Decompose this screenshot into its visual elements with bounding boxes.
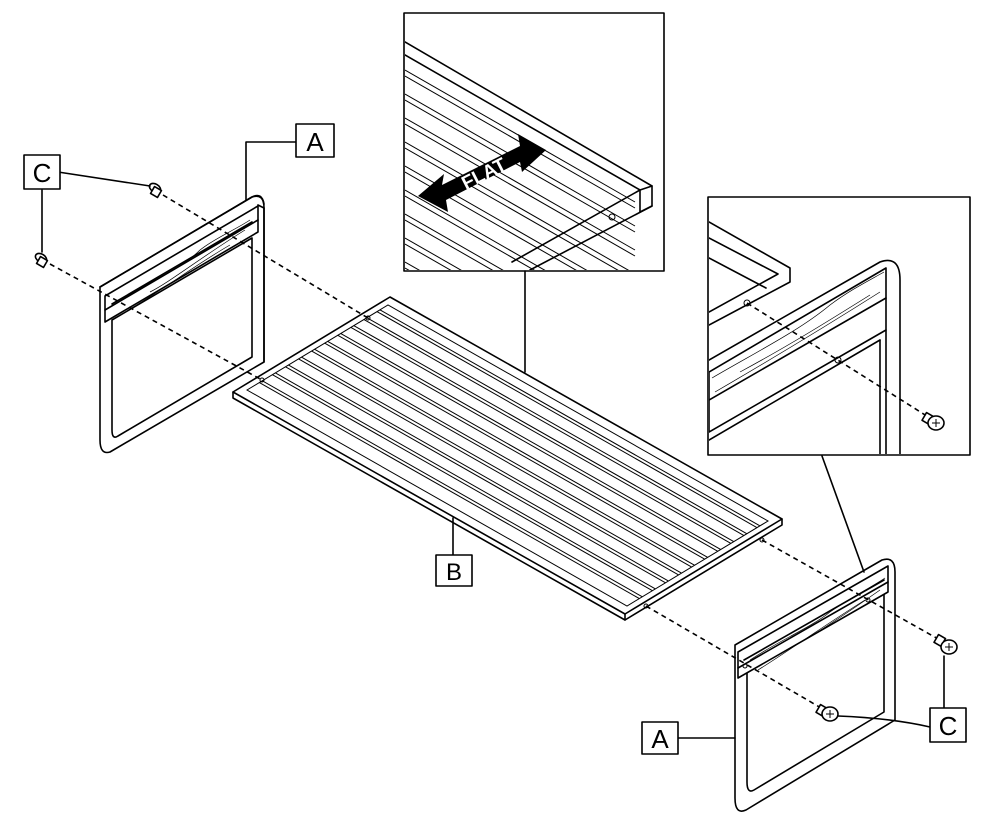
detail-inset-screw <box>707 196 971 456</box>
label-box-a-top <box>295 123 335 158</box>
slat-edge <box>258 382 640 599</box>
label-b: B <box>446 559 462 586</box>
inset-slat-edge <box>405 123 636 257</box>
label-a-bottom: A <box>651 724 669 754</box>
screw-c-left-top <box>148 182 163 199</box>
inset-slat-edge <box>405 243 452 270</box>
inset-slat-edge <box>405 141 630 270</box>
screw-c-right-top <box>933 633 958 655</box>
label-box-c-left <box>23 154 61 190</box>
slat-edge <box>340 332 721 550</box>
frame-slats <box>258 309 761 599</box>
slat-edge <box>376 311 758 528</box>
inset-slat-edge <box>405 219 494 270</box>
slatted-frame-b <box>232 296 783 621</box>
slat-edge <box>288 364 669 582</box>
slat-edge <box>379 309 761 527</box>
label-a-top: A <box>306 127 324 157</box>
inset-slat-edge <box>405 195 535 270</box>
slat-edge <box>353 325 734 542</box>
slat-edge <box>366 317 748 535</box>
inset-slat-edge <box>405 213 504 270</box>
label-box-a-bottom <box>641 721 679 755</box>
label-box-b <box>435 554 473 587</box>
slat-edge <box>311 350 692 568</box>
inset-slat-edge <box>405 189 546 270</box>
alignment-lines <box>49 194 941 713</box>
slat-edge <box>350 326 731 544</box>
slat-edge <box>298 358 679 576</box>
slat-edge <box>337 334 718 552</box>
inset-slat-edge <box>405 99 636 233</box>
label-box-c-right <box>929 707 967 743</box>
inset-slat-edge <box>405 147 619 270</box>
slat-edge <box>363 318 745 536</box>
inset-slat-edge <box>405 117 636 251</box>
detail-inset-flat: FLAT <box>403 12 665 272</box>
screw-c-right-bottom <box>815 703 839 722</box>
end-panel-a-left <box>99 194 265 454</box>
slat-edge <box>274 372 656 590</box>
end-panel-a-right <box>734 558 896 812</box>
screw-c-left-bottom <box>34 252 49 269</box>
slat-edge <box>285 366 666 584</box>
slat-edge <box>301 356 682 574</box>
slat-edge <box>261 380 643 598</box>
slat-edge <box>324 342 705 560</box>
label-c-left: C <box>33 158 52 188</box>
slat-edge <box>314 348 695 566</box>
slat-edge <box>271 374 653 592</box>
label-c-right: C <box>939 711 958 741</box>
slat-edge <box>327 340 708 558</box>
inset-slat-edge <box>405 237 462 270</box>
